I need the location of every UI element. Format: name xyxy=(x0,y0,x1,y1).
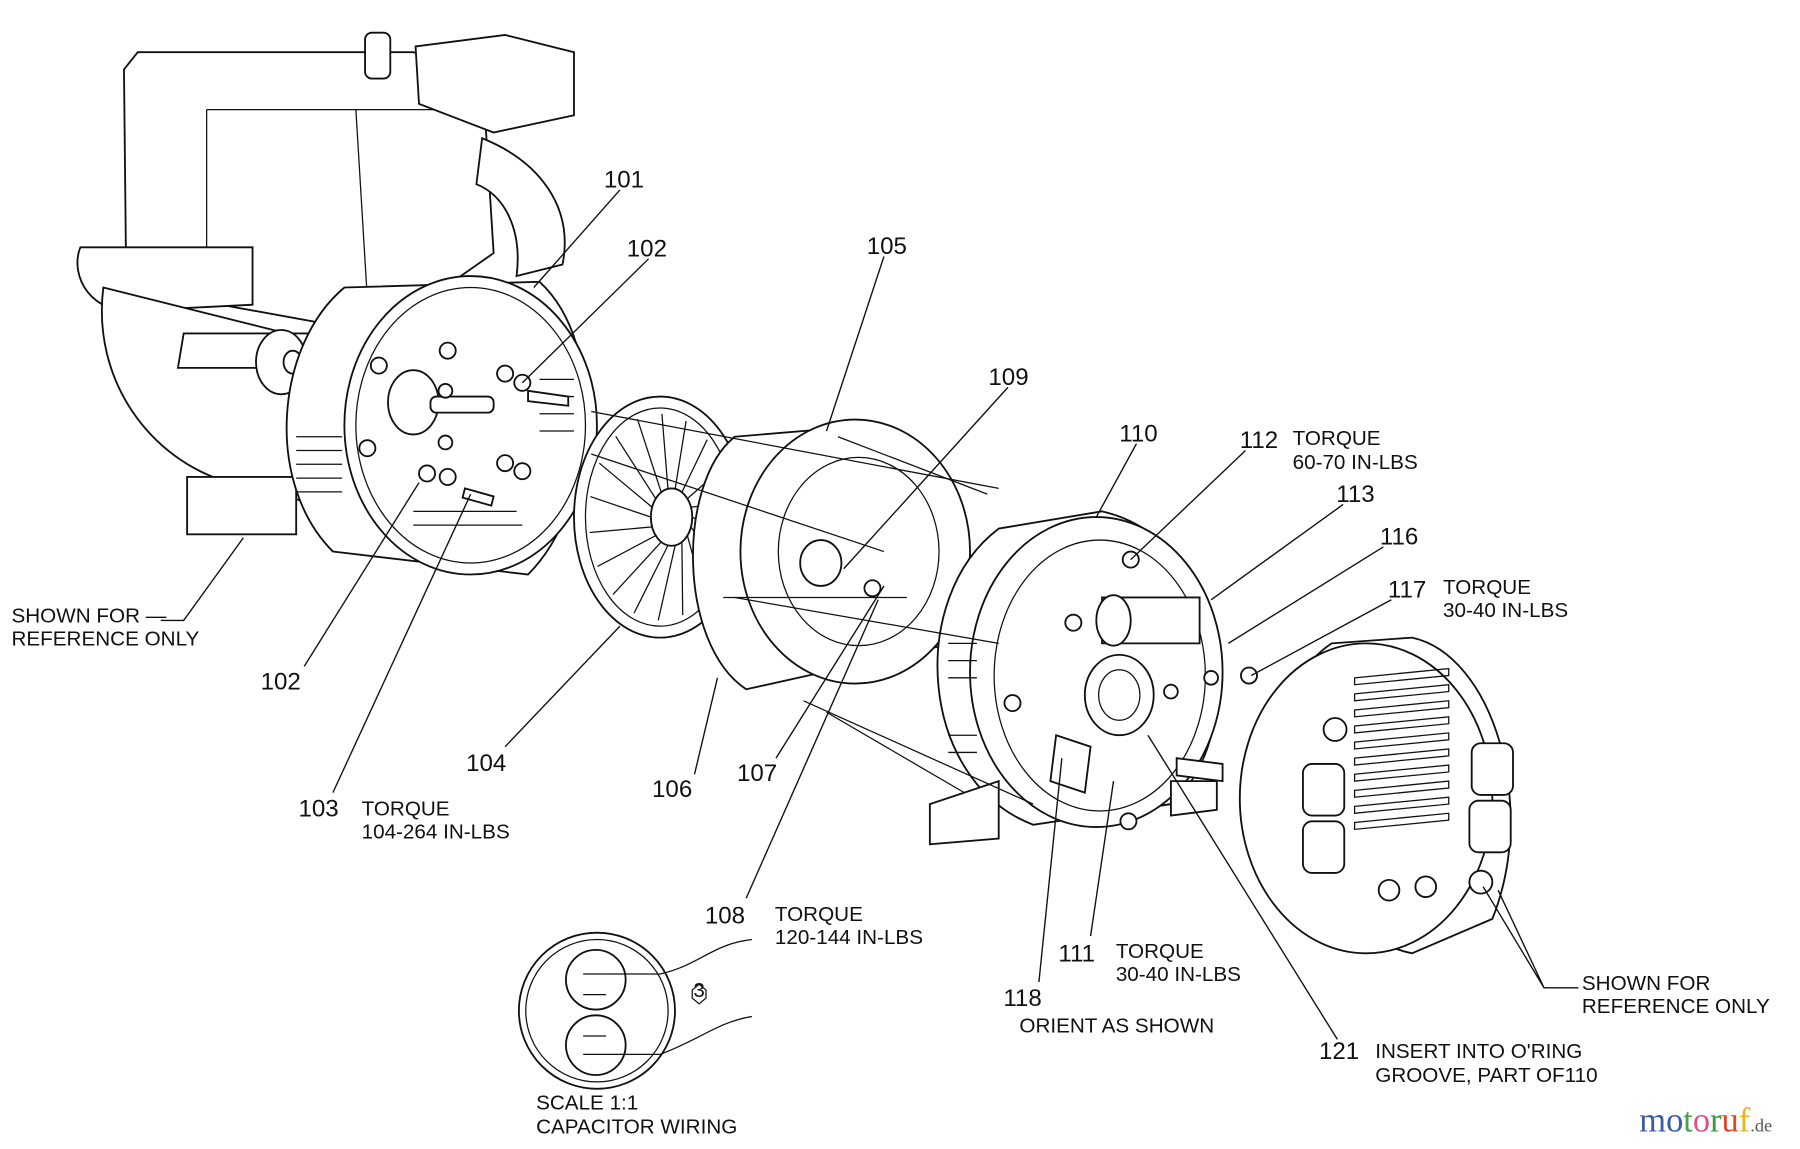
logo-letter: o xyxy=(1693,1101,1710,1139)
fan-blade xyxy=(681,439,708,493)
note-103-value: 104-264 IN-LBS xyxy=(362,821,510,844)
note-117-value: 30-40 IN-LBS xyxy=(1443,599,1568,622)
note-ref-right-2: REFERENCE ONLY xyxy=(1582,995,1770,1018)
leader-lines xyxy=(160,189,1579,1040)
callout-111: 111 xyxy=(1058,940,1095,967)
callout-101: 101 xyxy=(604,167,644,194)
note-111-torque: TORQUE xyxy=(1116,940,1204,963)
louver xyxy=(1353,732,1450,750)
note-capacitor-scale: SCALE 1:1 xyxy=(536,1091,638,1114)
louver xyxy=(1353,780,1450,798)
fan-blade xyxy=(612,541,662,595)
fan-blade xyxy=(590,495,652,518)
note-108-torque: TORQUE xyxy=(775,903,863,926)
note-117-torque: TORQUE xyxy=(1443,576,1531,599)
callout-103: 103 xyxy=(298,796,338,823)
callout-106: 106 xyxy=(652,776,692,803)
callout-112: 112 xyxy=(1240,427,1278,454)
louver xyxy=(1353,796,1450,814)
logo-letter: u xyxy=(1722,1101,1739,1139)
fan-blade xyxy=(661,413,669,489)
callout-110: 110 xyxy=(1119,420,1157,447)
callout-102-top: 102 xyxy=(627,236,667,263)
callout-118: 118 xyxy=(1003,985,1041,1012)
note-118: ORIENT AS SHOWN xyxy=(1019,1015,1214,1038)
louver xyxy=(1353,716,1450,734)
note-108-value: 120-144 IN-LBS xyxy=(775,926,923,949)
louver xyxy=(1353,812,1450,831)
callout-121: 121 xyxy=(1319,1038,1359,1065)
fan-blade xyxy=(597,534,657,568)
engine-reference xyxy=(76,31,575,536)
fan-blade xyxy=(636,418,662,493)
part-101-housing xyxy=(285,275,598,576)
callout-105: 105 xyxy=(867,233,907,260)
fan-blade xyxy=(681,541,684,616)
callout-116: 116 xyxy=(1380,524,1418,551)
fan-blade xyxy=(598,462,653,508)
logo-letter: m xyxy=(1639,1101,1666,1139)
fan-blade xyxy=(633,545,669,614)
note-121-line2: GROOVE, PART OF110 xyxy=(1375,1064,1597,1087)
louver xyxy=(1353,748,1450,766)
callout-102-bottom: 102 xyxy=(261,668,301,695)
louver xyxy=(1353,764,1450,782)
louver xyxy=(1353,667,1450,686)
part-105-rotor-stator xyxy=(692,418,988,794)
fan-blade xyxy=(657,545,676,621)
logo-letter: o xyxy=(1666,1101,1683,1139)
fan-blade xyxy=(674,420,687,489)
capacitor-wiring-inset: 3 xyxy=(517,931,753,1090)
callout-104: 104 xyxy=(466,750,506,777)
motoruf-logo: motoruf.de xyxy=(1639,1101,1772,1139)
capacitor-marker: 3 xyxy=(693,979,705,1002)
logo-letter: t xyxy=(1683,1101,1693,1139)
callout-117: 117 xyxy=(1388,576,1426,603)
callout-107: 107 xyxy=(737,760,777,787)
note-ref-right-1: SHOWN FOR xyxy=(1582,972,1711,995)
callout-108: 108 xyxy=(705,902,745,929)
part-110-end-bell xyxy=(928,510,1258,846)
note-ref-left-2: REFERENCE ONLY xyxy=(11,628,199,651)
logo-letter: r xyxy=(1710,1101,1722,1139)
note-103-torque: TORQUE xyxy=(362,798,450,821)
note-ref-left-1: SHOWN FOR — xyxy=(11,605,166,628)
louver xyxy=(1353,684,1450,702)
callout-113: 113 xyxy=(1336,481,1374,508)
note-112-torque: TORQUE xyxy=(1293,427,1381,450)
louver xyxy=(1353,700,1450,718)
note-111-value: 30-40 IN-LBS xyxy=(1116,963,1241,986)
note-112-value: 60-70 IN-LBS xyxy=(1293,451,1418,474)
note-capacitor-title: CAPACITOR WIRING xyxy=(536,1116,737,1139)
fan-blade xyxy=(589,526,653,534)
note-121-line1: INSERT INTO O'RING xyxy=(1375,1040,1582,1063)
callout-109: 109 xyxy=(988,364,1028,391)
logo-letter: f xyxy=(1739,1101,1751,1139)
control-panel-reference xyxy=(1238,636,1514,955)
fan-blade xyxy=(615,435,657,499)
tie-rods xyxy=(590,410,1034,805)
